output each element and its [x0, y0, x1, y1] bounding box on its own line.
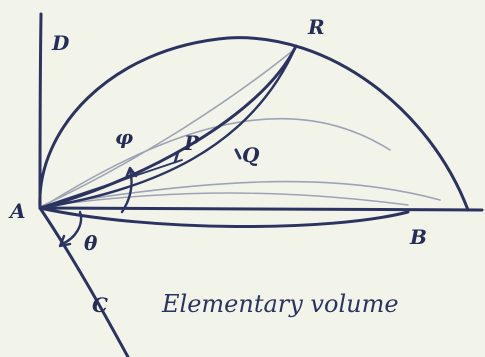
- caption-text: Elementary volume: [161, 290, 399, 318]
- label-q: Q: [242, 143, 260, 167]
- construction-line-3: [43, 180, 441, 207]
- slice-arc-rq: [38, 44, 298, 210]
- phi-arrow-head: [124, 166, 138, 180]
- label-phi: φ: [115, 125, 133, 149]
- radial-line-ap: [41, 159, 183, 208]
- base-front-arc: [38, 206, 410, 228]
- construction-line-4: [45, 192, 409, 207]
- construction-line-2: [43, 117, 391, 207]
- slice-arc-lower: [38, 44, 298, 210]
- phi-angle-arc: [120, 168, 133, 214]
- label-b: B: [409, 225, 427, 249]
- label-r: R: [307, 15, 325, 39]
- point-p-mark: [173, 150, 180, 164]
- axis-b-horizontal: [38, 206, 484, 212]
- label-a: A: [8, 199, 26, 223]
- label-d: D: [51, 31, 70, 55]
- point-q-mark: [234, 148, 242, 160]
- theta-angle-arc: [60, 210, 83, 246]
- label-theta: θ: [84, 231, 98, 255]
- label-p: P: [183, 131, 200, 155]
- label-c: C: [92, 293, 108, 317]
- axis-c-oblique: [38, 206, 130, 357]
- hemisphere-outline: [38, 36, 470, 212]
- theta-arrow-head: [58, 234, 72, 248]
- construction-line-1: [41, 47, 297, 207]
